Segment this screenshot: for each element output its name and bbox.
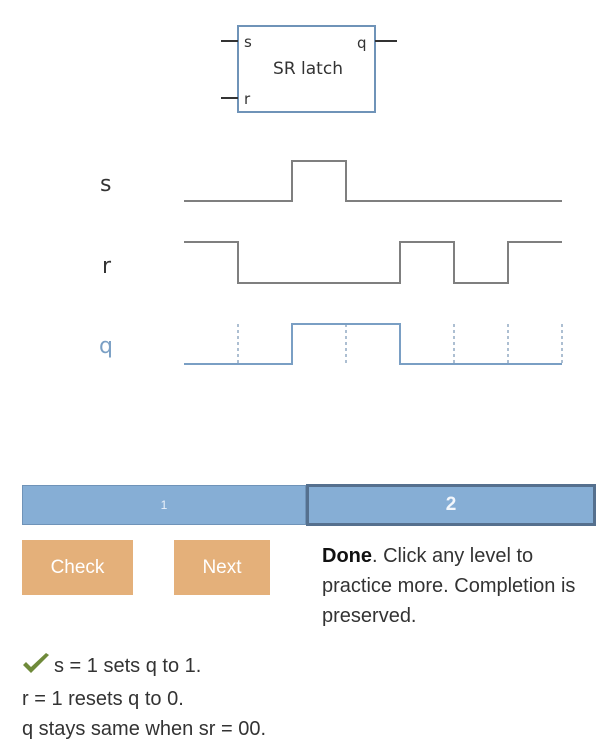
status-message: Done. Click any level to practice more. … bbox=[322, 541, 607, 631]
latch-input-s-label: s bbox=[244, 33, 252, 51]
level-2-button[interactable]: 2 bbox=[306, 484, 596, 526]
latch-input-r-label: r bbox=[244, 90, 251, 108]
next-button[interactable]: Next bbox=[174, 540, 270, 595]
status-text: . Click any level to practice more. Comp… bbox=[322, 545, 576, 627]
latch-block-label: SR latch bbox=[273, 59, 343, 79]
timing-diagram bbox=[184, 160, 563, 365]
checkmark-icon bbox=[22, 653, 50, 684]
status-bold: Done bbox=[322, 545, 372, 567]
sr-latch-diagram: s r q SR latch bbox=[221, 25, 397, 113]
check-button[interactable]: Check bbox=[22, 540, 133, 595]
signal-s-label: s bbox=[100, 172, 112, 197]
signal-q-label: q bbox=[99, 334, 113, 359]
q-waveform[interactable] bbox=[184, 323, 562, 365]
level-1-button[interactable]: 1 bbox=[22, 485, 306, 525]
r-waveform bbox=[184, 241, 562, 284]
latch-output-q-label: q bbox=[357, 34, 367, 52]
feedback-panel: s = 1 sets q to 1. r = 1 resets q to 0. … bbox=[22, 651, 602, 744]
level-selector: 1 2 bbox=[22, 484, 596, 526]
s-waveform bbox=[184, 160, 562, 202]
feedback-line-1-row: s = 1 sets q to 1. bbox=[22, 651, 602, 684]
feedback-line-2: r = 1 resets q to 0. bbox=[22, 688, 184, 710]
latch-block bbox=[237, 25, 376, 113]
signal-r-label: r bbox=[102, 254, 112, 279]
feedback-line-1: s = 1 sets q to 1. bbox=[54, 655, 202, 677]
feedback-line-3: q stays same when sr = 00. bbox=[22, 718, 267, 740]
